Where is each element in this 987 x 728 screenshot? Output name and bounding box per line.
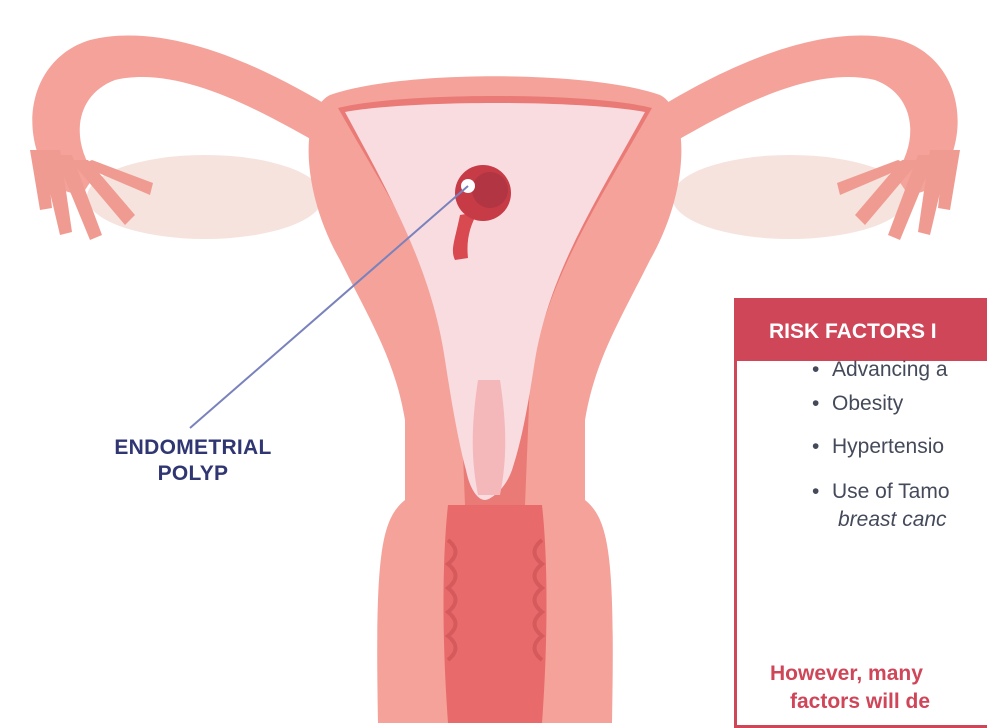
risk-item: •Advancing a: [812, 354, 948, 386]
bullet-icon: •: [812, 476, 832, 508]
risk-item-text: Use of Tamo: [832, 480, 950, 503]
risk-item-text: Advancing a: [832, 358, 948, 381]
bullet-icon: •: [812, 388, 832, 420]
risk-item: •Use of Tamo: [812, 476, 950, 508]
cervical-canal: [473, 380, 506, 495]
risk-note-line1: However, many: [770, 660, 923, 688]
risk-item: •Obesity: [812, 388, 903, 420]
risk-note-line2: factors will de: [790, 688, 930, 716]
polyp-highlight: [472, 172, 508, 208]
bullet-icon: •: [812, 354, 832, 386]
risk-item: •Hypertensio: [812, 431, 944, 463]
risk-item-text: Obesity: [832, 392, 903, 415]
risk-factors-header: RISK FACTORS I: [737, 301, 987, 361]
vaginal-canal: [444, 505, 547, 723]
risk-item-continuation: breast canc: [838, 508, 947, 532]
endometrial-polyp-label: ENDOMETRIAL POLYP: [78, 435, 308, 487]
left-ovary: [87, 155, 323, 239]
risk-item-text: Hypertensio: [832, 435, 944, 458]
endometrial-polyp-label-line2: POLYP: [78, 461, 308, 487]
bullet-icon: •: [812, 431, 832, 463]
endometrial-polyp-label-line1: ENDOMETRIAL: [78, 435, 308, 461]
